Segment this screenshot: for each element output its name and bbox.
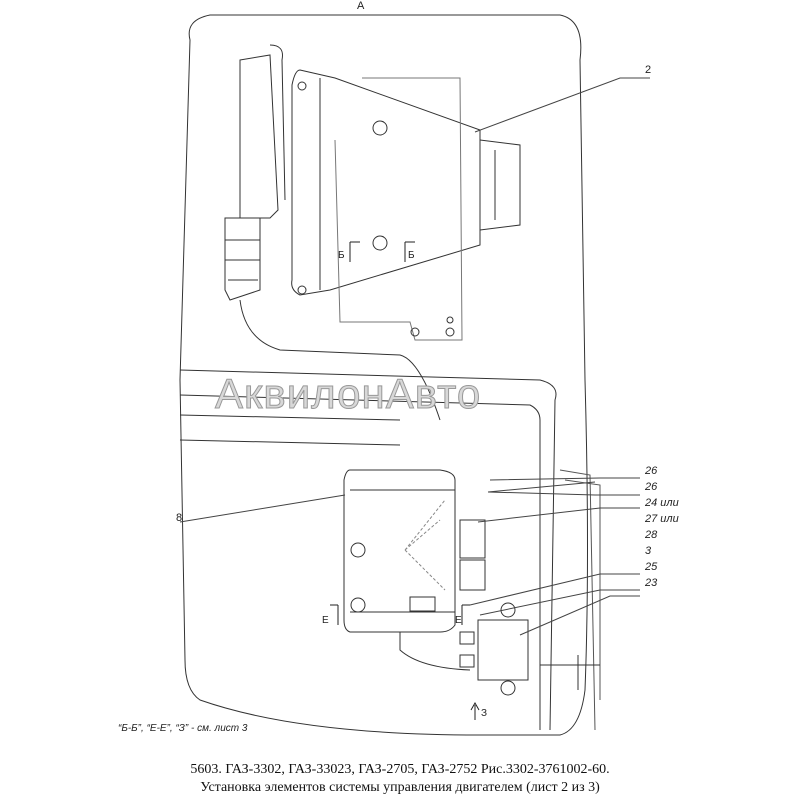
section-mark-z: З — [481, 708, 488, 719]
plate-bolt — [446, 316, 454, 324]
watermark: АквилонАвто — [214, 370, 482, 418]
caption-line-1: 5603. ГАЗ-3302, ГАЗ-33023, ГАЗ-2705, ГАЗ… — [190, 762, 610, 777]
relay-23 — [409, 596, 600, 696]
cross-beam — [179, 369, 557, 731]
ecu-8 — [343, 469, 486, 671]
callout-23: 23 — [645, 577, 658, 589]
body-contour — [179, 14, 588, 736]
callout-3: 3 — [645, 545, 652, 557]
callout-2: 2 — [645, 64, 652, 76]
callout-26a: 26 — [645, 465, 658, 477]
callout-26b: 26 — [645, 481, 658, 493]
caption-line-2: Установка элементов системы управления д… — [200, 780, 600, 795]
plate-bolt — [445, 327, 455, 337]
bracket-2 — [291, 69, 521, 296]
leader-lines — [179, 77, 650, 636]
section-mark-e-right: Е — [455, 615, 462, 626]
callout-25: 25 — [645, 561, 658, 573]
section-mark-b-left: Б — [338, 250, 345, 261]
callout-27: 27 или — [645, 513, 679, 525]
sensor-connector — [224, 44, 441, 421]
callout-8: 8 — [176, 512, 183, 524]
view-label: А — [357, 0, 365, 12]
plate-bolt — [410, 327, 420, 337]
sheet-note: “Б-Б”, “Е-Е”, “З” - см. лист 3 — [118, 723, 248, 734]
section-arrows — [330, 241, 480, 720]
section-mark-b-right: Б — [408, 250, 415, 261]
side-member — [559, 469, 601, 731]
plate — [334, 77, 463, 341]
callout-28: 28 — [645, 529, 658, 541]
section-mark-e-left: Е — [322, 615, 329, 626]
callout-24: 24 или — [645, 497, 679, 509]
